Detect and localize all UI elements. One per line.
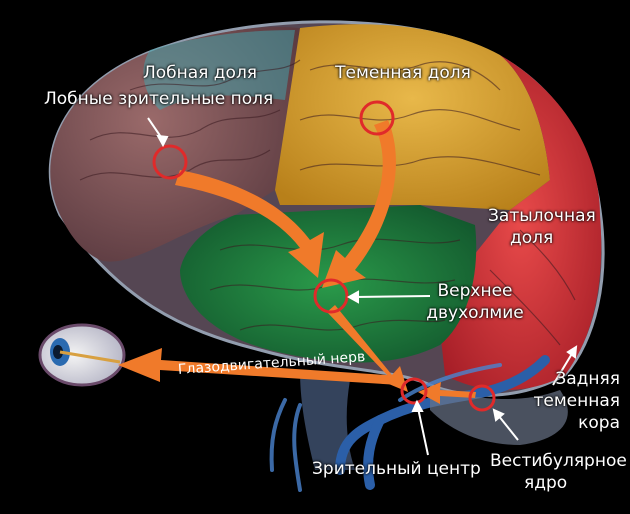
label-parietal-lobe: Теменная доля <box>328 64 478 82</box>
label-occipital-lobe-line2: доля <box>488 227 596 249</box>
label-vestibular-nucleus: Вестибулярное ядро <box>490 450 627 494</box>
parietal-lobe-region <box>275 24 550 210</box>
label-superior-colliculus-line1: Верхнее <box>415 280 535 302</box>
label-posterior-parietal-line2: теменная <box>520 390 620 412</box>
label-posterior-parietal-line3: кора <box>520 412 620 434</box>
label-frontal-lobe: Лобная доля <box>135 64 265 82</box>
eye-icon <box>40 325 124 385</box>
label-visual-center: Зрительный центр <box>312 460 481 478</box>
label-frontal-eye-fields: Лобные зрительные поля <box>44 90 273 108</box>
label-superior-colliculus: Верхнее двухолмие <box>415 280 535 324</box>
label-vestibular-nucleus-line1: Вестибулярное <box>490 450 627 472</box>
label-superior-colliculus-line2: двухолмие <box>415 302 535 324</box>
label-vestibular-nucleus-line2: ядро <box>490 472 627 494</box>
label-posterior-parietal-line1: Задняя <box>520 368 620 390</box>
label-posterior-parietal-cortex: Задняя теменная кора <box>520 368 620 434</box>
label-occipital-lobe: Затылочная доля <box>488 205 596 249</box>
label-occipital-lobe-line1: Затылочная <box>488 205 596 227</box>
